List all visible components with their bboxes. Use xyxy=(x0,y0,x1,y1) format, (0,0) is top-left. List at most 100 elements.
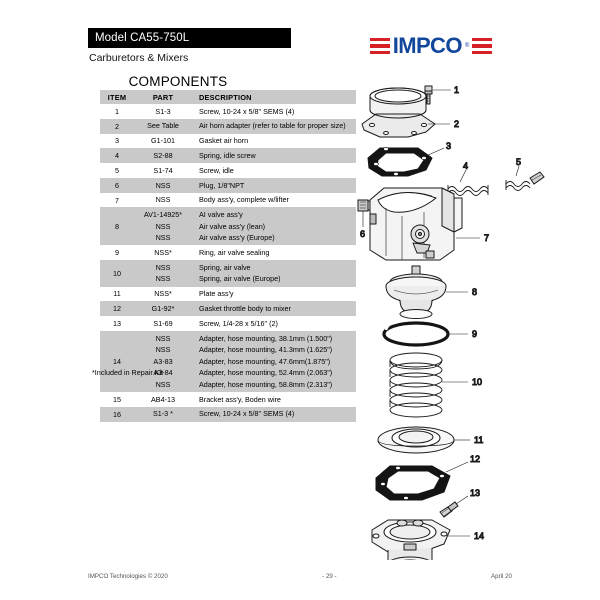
part-number: NSS xyxy=(155,180,171,190)
part-number: NSS xyxy=(155,262,171,272)
section-title: COMPONENTS xyxy=(128,74,228,89)
repair-kit-footnote: *Included in Repair Kit xyxy=(92,368,164,377)
part-7-body-assembly xyxy=(369,187,463,261)
part-description: Adapter, hose mounting, 41.3mm (1.625") xyxy=(199,345,333,355)
part-number: G1-92* xyxy=(151,303,175,313)
part-number: S1-74 xyxy=(153,165,173,175)
part-3-gasket-air-horn xyxy=(367,147,433,177)
callout-4: 4 xyxy=(463,161,468,171)
part-12-gasket-throttle-body xyxy=(375,465,451,501)
cell-item: 4 xyxy=(100,148,134,164)
cell-item: 2 xyxy=(100,118,134,134)
cell-item: 15 xyxy=(100,392,134,407)
logo-bars-right-icon xyxy=(472,37,492,55)
cell-description: Ring, air valve sealing xyxy=(192,245,356,261)
part-number: A3-83 xyxy=(153,356,173,366)
part-number: NSS xyxy=(155,274,171,284)
cell-item: 6 xyxy=(100,177,134,193)
part-description: Screw, 1/4-28 x 5/16" (2) xyxy=(199,318,278,328)
cell-part: NSS xyxy=(134,192,192,208)
column-header-part: PART xyxy=(134,90,192,104)
column-header-description: DESCRIPTION xyxy=(192,90,356,104)
logo-trademark: ® xyxy=(464,43,470,49)
callout-3: 3 xyxy=(446,141,451,151)
cell-part: G1-101 xyxy=(134,133,192,149)
footer-page-number: - 29 - xyxy=(322,573,337,580)
cell-part: S1-3 * xyxy=(134,406,192,422)
part-description: Gasket throttle body to mixer xyxy=(199,303,291,313)
part-13-screw xyxy=(439,501,459,518)
part-description: Screw, idle xyxy=(199,165,234,175)
page-subtitle: Carburetors & Mixers xyxy=(89,52,189,64)
callout-11: 11 xyxy=(474,435,483,445)
cell-part: NSS* xyxy=(134,286,192,302)
table-row: 2 See Table Air horn adapter (refer to tab… xyxy=(100,118,356,134)
part-description: Adapter, hose mounting, 47.6mm(1.875") xyxy=(199,356,331,366)
cell-part: S1-3 xyxy=(134,104,192,119)
part-description: Ring, air valve sealing xyxy=(199,248,270,258)
part-description: Body ass'y, complete w/lifter xyxy=(199,195,289,205)
cell-description: Gasket air horn xyxy=(192,133,356,149)
cell-description: Air horn adapter (refer to table for pro… xyxy=(192,118,356,134)
cell-description: Screw, 10-24 x 5/8" SEMS (4) xyxy=(192,104,356,119)
cell-item: 9 xyxy=(100,245,134,261)
part-description: Screw, 10-24 x 5/8" SEMS (4) xyxy=(199,106,295,116)
part-description: Adapter, hose mounting, 52.4mm (2.063") xyxy=(199,368,333,378)
part-number: S1-3 xyxy=(155,106,171,116)
part-description: Bracket ass'y, Boden wire xyxy=(199,394,281,404)
part-description: Spring, idle screw xyxy=(199,150,256,160)
cell-description: Gasket throttle body to mixer xyxy=(192,301,356,317)
cell-item: 11 xyxy=(100,286,134,302)
callout-5: 5 xyxy=(516,157,521,167)
cell-item: 3 xyxy=(100,133,134,149)
part-number: AV1-14925* xyxy=(143,210,183,220)
callout-13: 13 xyxy=(470,488,480,498)
part-description: Air horn adapter (refer to table for pro… xyxy=(199,121,346,131)
callout-14: 14 xyxy=(474,531,484,541)
part-number: NSS xyxy=(155,195,171,205)
cell-description: Bracket ass'y, Boden wire xyxy=(192,392,356,407)
cell-item: 8 xyxy=(100,207,134,246)
table-row: 5 S1-74 Screw, idle xyxy=(100,163,356,178)
callout-1: 1 xyxy=(454,85,459,95)
leader-13 xyxy=(455,495,469,505)
part-number: NSS xyxy=(155,379,171,389)
part-number: S1-3 * xyxy=(153,409,173,419)
part-8-air-valve-assembly xyxy=(385,265,447,319)
part-10-air-valve-spring xyxy=(389,352,443,418)
leader-12 xyxy=(445,461,469,473)
part-description: Air valve ass'y (Europe) xyxy=(199,233,275,243)
cell-part: S2-88 xyxy=(134,148,192,164)
part-14-throttle-body xyxy=(371,519,451,560)
logo-wordmark: IMPCO xyxy=(392,33,463,58)
part-number: See Table xyxy=(147,121,179,131)
part-description: Spring, air valve (Europe) xyxy=(199,274,281,284)
callout-9: 9 xyxy=(472,329,477,339)
leader-5 xyxy=(515,165,520,177)
callout-2: 2 xyxy=(454,119,459,129)
cell-item: 7 xyxy=(100,192,134,208)
part-11-plate-assembly xyxy=(377,426,455,454)
cell-item: 13 xyxy=(100,316,134,331)
cell-description: Body ass'y, complete w/lifter xyxy=(192,192,356,208)
part-description: Screw, 10-24 x 5/8" SEMS (4) xyxy=(199,409,295,419)
footer-copyright: IMPCO Technologies © 2020 xyxy=(88,573,168,580)
part-9-sealing-ring xyxy=(382,319,450,347)
cell-part: See Table xyxy=(134,118,192,134)
part-description: Spring, air valve xyxy=(199,262,251,272)
part-1-screw xyxy=(424,85,433,105)
part-description: Plug, 1/8"NPT xyxy=(199,180,245,190)
cell-part: NSS* xyxy=(134,245,192,261)
cell-item: 5 xyxy=(100,163,134,178)
